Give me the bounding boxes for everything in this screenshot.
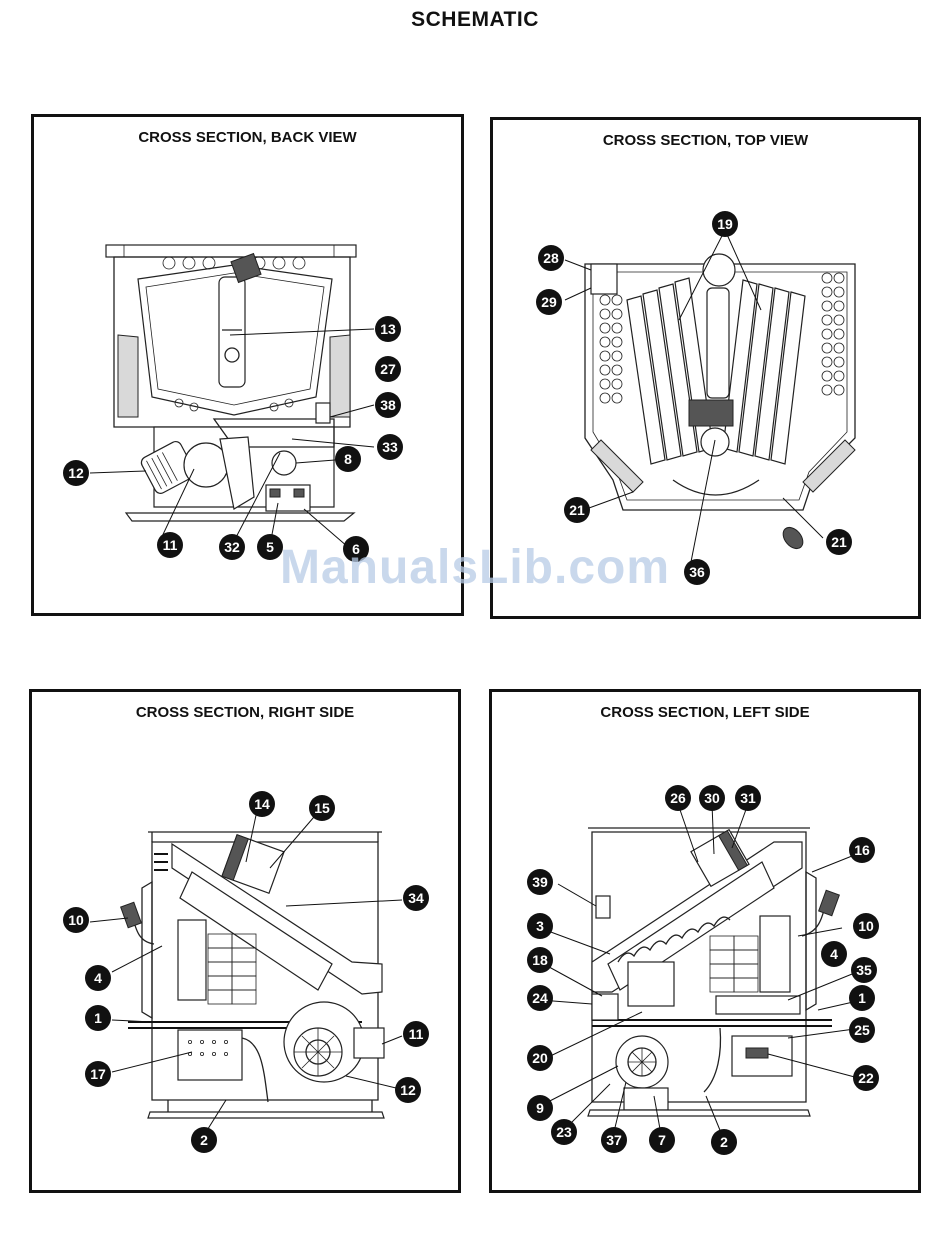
callout-12: 12 <box>395 1077 421 1103</box>
callout-21-left: 21 <box>564 497 590 523</box>
page-title: SCHEMATIC <box>0 8 950 32</box>
callout-11: 11 <box>403 1021 429 1047</box>
callout-31: 31 <box>735 785 761 811</box>
callout-28: 28 <box>538 245 564 271</box>
callout-11: 11 <box>157 532 183 558</box>
panel-top-view: CROSS SECTION, TOP VIEW <box>490 117 921 619</box>
callout-30: 30 <box>699 785 725 811</box>
callout-2: 2 <box>711 1129 737 1155</box>
callout-33: 33 <box>377 434 403 460</box>
panel-right-side: CROSS SECTION, RIGHT SIDE <box>29 689 461 1193</box>
callout-20: 20 <box>527 1045 553 1071</box>
callout-27: 27 <box>375 356 401 382</box>
callout-1: 1 <box>85 1005 111 1031</box>
callout-23: 23 <box>551 1119 577 1145</box>
callout-26: 26 <box>665 785 691 811</box>
callout-8: 8 <box>335 446 361 472</box>
callout-9: 9 <box>527 1095 553 1121</box>
right-side-drawing <box>32 692 458 1190</box>
callout-24: 24 <box>527 985 553 1011</box>
callout-39: 39 <box>527 869 553 895</box>
callout-1: 1 <box>849 985 875 1011</box>
callout-4: 4 <box>85 965 111 991</box>
callout-21-right: 21 <box>826 529 852 555</box>
top-view-drawing <box>493 120 918 616</box>
callout-34: 34 <box>403 885 429 911</box>
callout-2: 2 <box>191 1127 217 1153</box>
callout-7: 7 <box>649 1127 675 1153</box>
callout-22: 22 <box>853 1065 879 1091</box>
panel-back-view: CROSS SECTION, BACK VIEW <box>31 114 464 616</box>
callout-10: 10 <box>853 913 879 939</box>
callout-38: 38 <box>375 392 401 418</box>
callout-5: 5 <box>257 534 283 560</box>
callout-29: 29 <box>536 289 562 315</box>
panel-left-side: CROSS SECTION, LEFT SIDE <box>489 689 921 1193</box>
callout-35: 35 <box>851 957 877 983</box>
callout-36: 36 <box>684 559 710 585</box>
callout-14: 14 <box>249 791 275 817</box>
callout-6: 6 <box>343 536 369 562</box>
callout-37: 37 <box>601 1127 627 1153</box>
callout-16: 16 <box>849 837 875 863</box>
callout-13: 13 <box>375 316 401 342</box>
callout-25: 25 <box>849 1017 875 1043</box>
callout-3: 3 <box>527 913 553 939</box>
callout-32: 32 <box>219 534 245 560</box>
callout-12: 12 <box>63 460 89 486</box>
callout-18: 18 <box>527 947 553 973</box>
left-side-drawing <box>492 692 918 1190</box>
callout-17: 17 <box>85 1061 111 1087</box>
callout-19: 19 <box>712 211 738 237</box>
callout-10: 10 <box>63 907 89 933</box>
callout-15: 15 <box>309 795 335 821</box>
callout-4: 4 <box>821 941 847 967</box>
